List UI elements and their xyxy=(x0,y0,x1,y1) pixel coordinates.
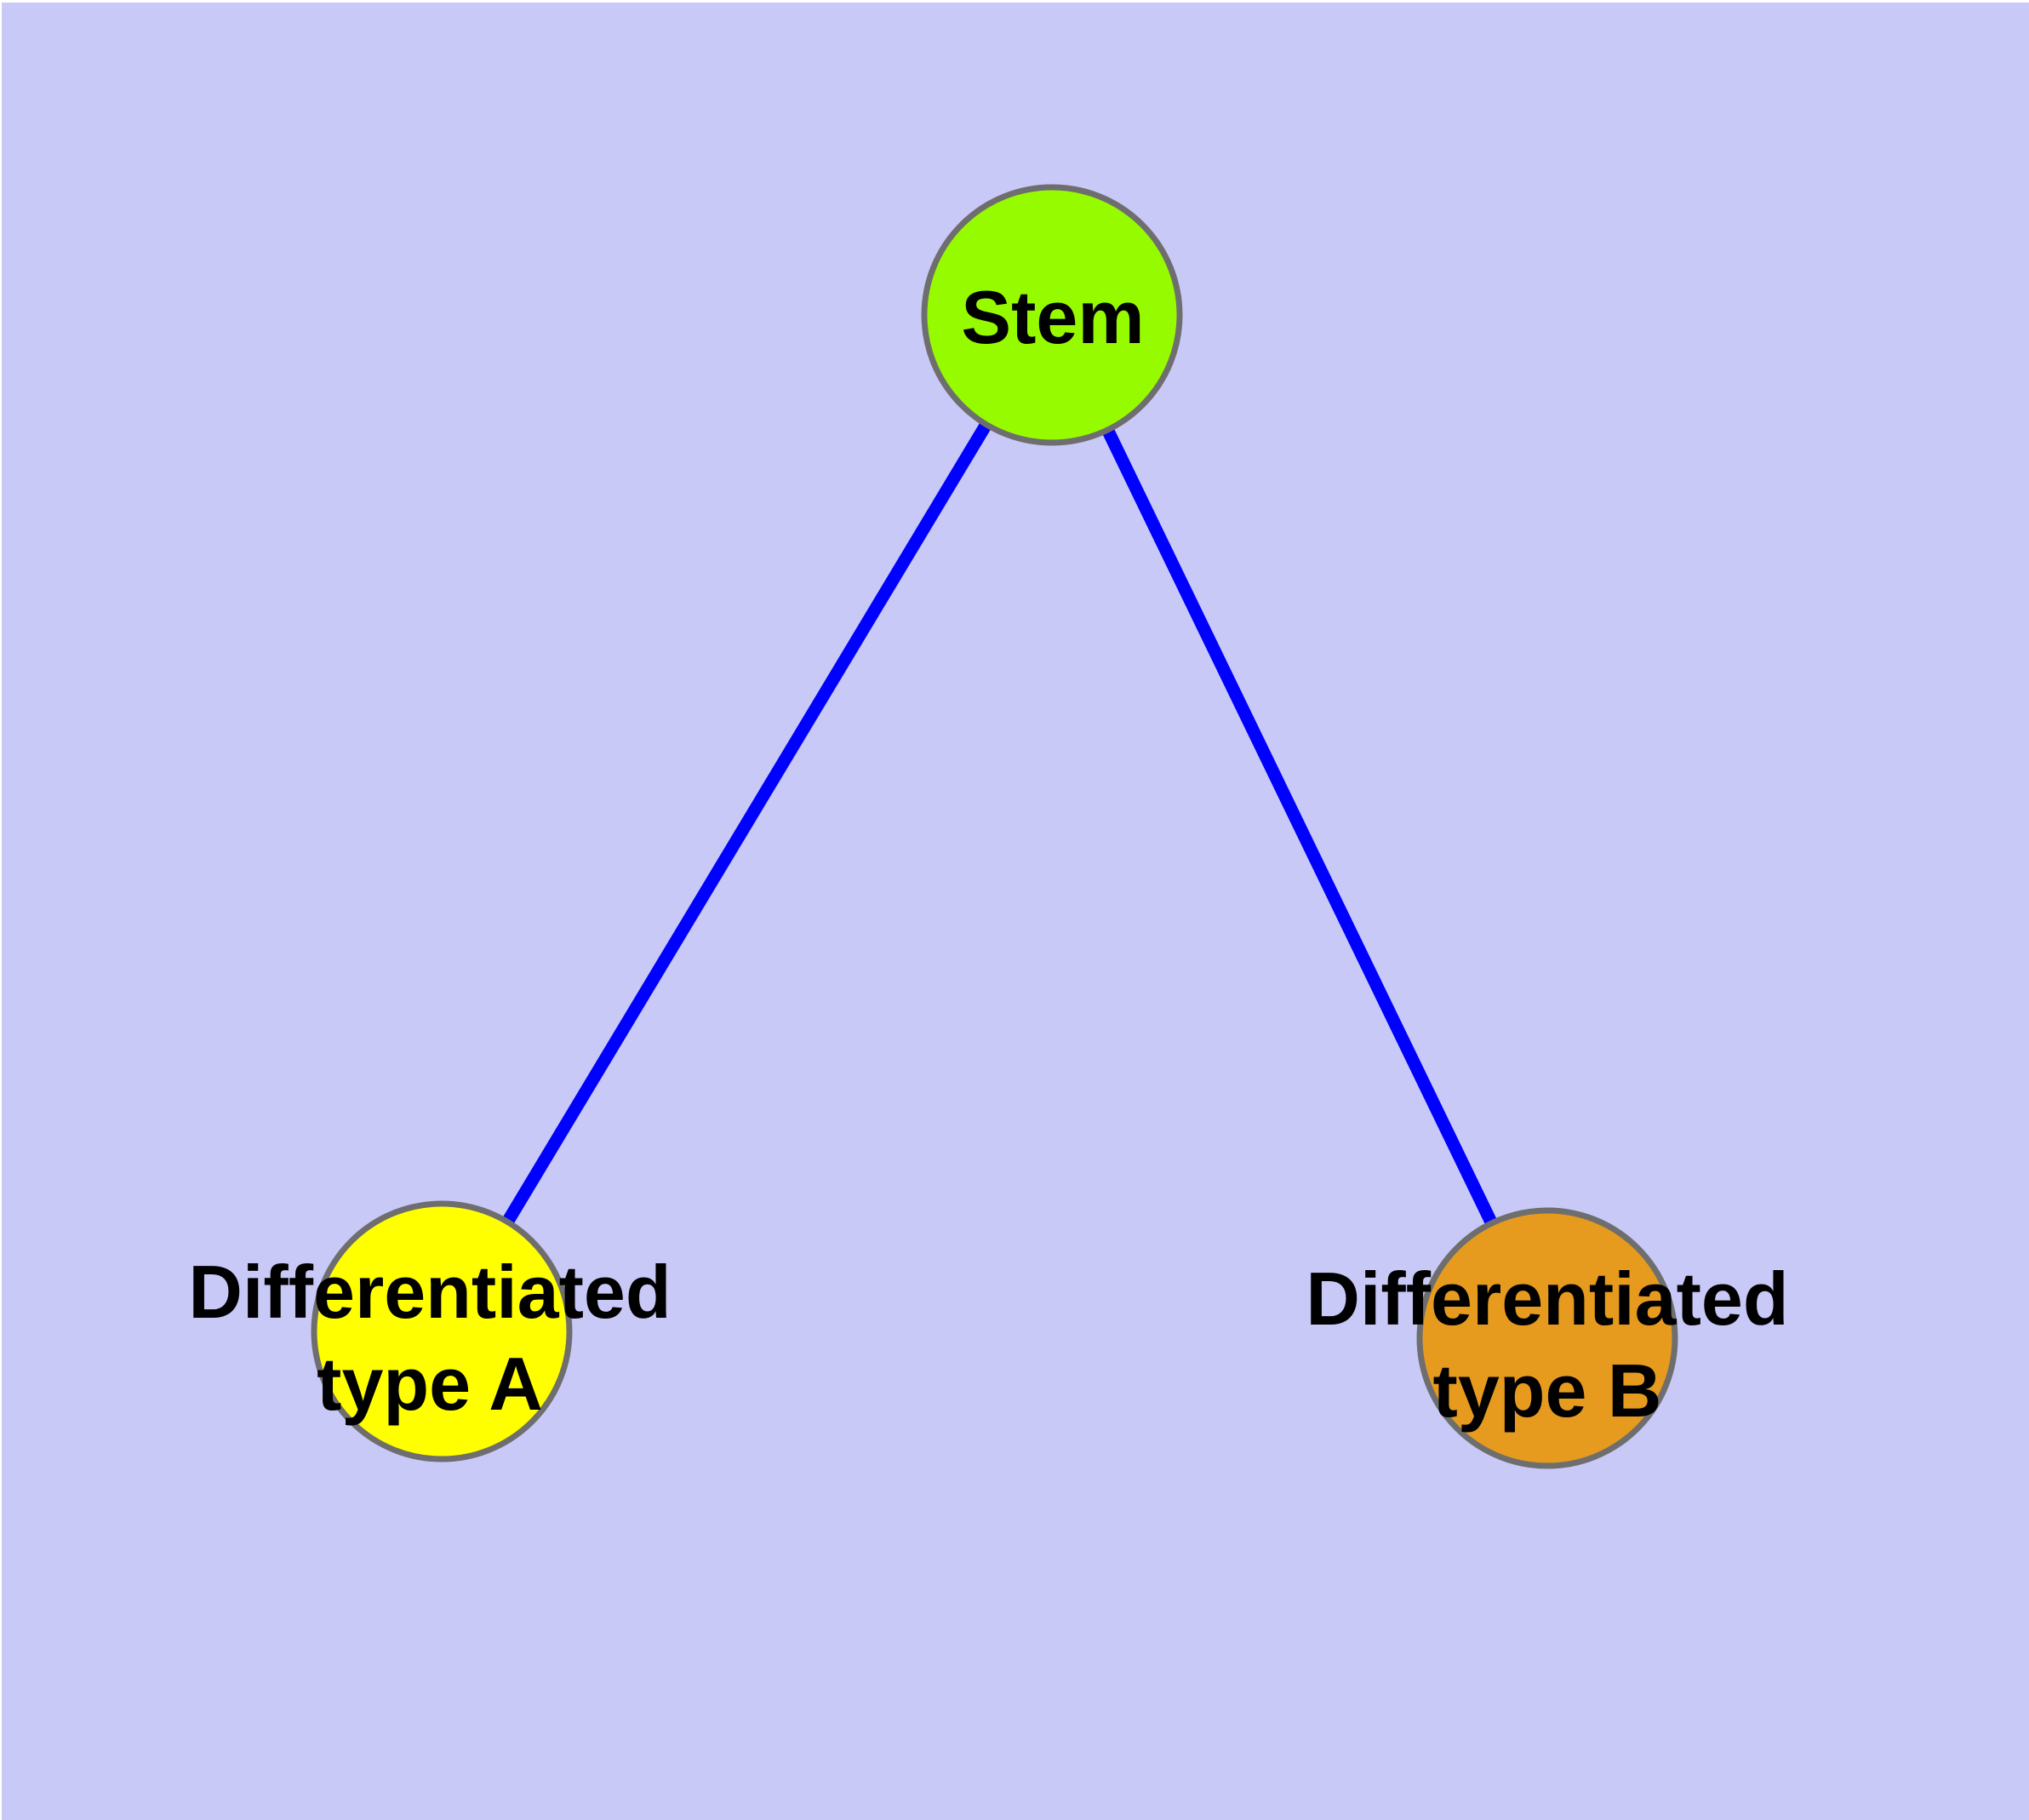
edge-stem-to-type-a xyxy=(436,312,1058,1335)
node-differentiated-type-b xyxy=(1416,1207,1678,1469)
node-stem-label: Stem xyxy=(961,275,1144,359)
node-differentiated-type-a xyxy=(311,1200,573,1462)
node-type-a-label-line-1: Differentiated xyxy=(188,1250,671,1334)
node-type-a-label-line-2: type A xyxy=(317,1342,543,1426)
node-type-b-label-line-2: type B xyxy=(1433,1348,1662,1433)
node-type-b-label-line-1: Differentiated xyxy=(1306,1256,1788,1341)
edge-stem-to-type-b xyxy=(1046,312,1553,1342)
node-stem xyxy=(921,184,1183,446)
